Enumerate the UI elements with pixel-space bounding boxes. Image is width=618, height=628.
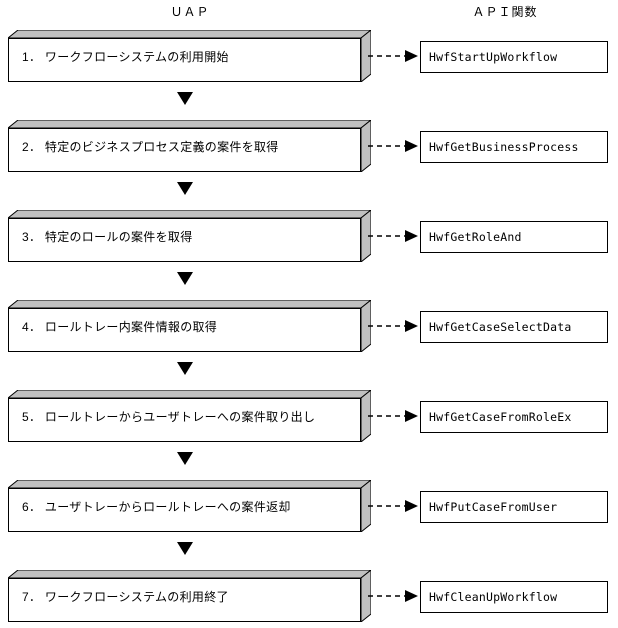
- step-box-shape: [8, 390, 371, 442]
- arrow-shape: [368, 230, 418, 242]
- down-triangle-icon: [0, 540, 618, 558]
- arrow-shape: [368, 410, 418, 422]
- api-function-box[interactable]: HwfStartUpWorkflow: [420, 41, 608, 73]
- down-triangle-icon: [0, 360, 618, 378]
- flow-row: 6． ユーザトレーからロールトレーへの案件返却 HwfPutCaseFromUse…: [0, 480, 618, 538]
- api-function-label: HwfPutCaseFromUser: [429, 500, 558, 514]
- api-function-label: HwfGetBusinessProcess: [429, 140, 579, 154]
- down-triangle-shape: [177, 92, 193, 105]
- down-triangle-shape: [177, 542, 193, 555]
- down-triangle-shape: [177, 182, 193, 195]
- dashed-right-arrow-icon: [368, 42, 420, 70]
- step-box-shape: [8, 480, 371, 532]
- api-function-label: HwfStartUpWorkflow: [429, 50, 558, 64]
- dashed-right-arrow-icon: [368, 132, 420, 160]
- api-function-label: HwfGetCaseFromRoleEx: [429, 410, 572, 424]
- step-box-shape: [8, 120, 371, 172]
- column-header-api: ＡＰＩ関数: [472, 5, 538, 19]
- dashed-right-arrow-icon: [368, 222, 420, 250]
- api-function-label: HwfCleanUpWorkflow: [429, 590, 558, 604]
- api-function-box[interactable]: HwfGetCaseSelectData: [420, 311, 608, 343]
- step-box-shape: [8, 570, 371, 622]
- uap-step-box[interactable]: 3． 特定のロールの案件を取得: [8, 210, 371, 262]
- flow-row: 3． 特定のロールの案件を取得 HwfGetRoleAnd: [0, 210, 618, 268]
- down-triangle-icon: [0, 90, 618, 108]
- down-triangle-shape: [177, 362, 193, 375]
- api-function-box[interactable]: HwfCleanUpWorkflow: [420, 581, 608, 613]
- flow-row: 7． ワークフローシステムの利用終了 HwfCleanUpWorkflow: [0, 570, 618, 628]
- dashed-right-arrow-icon: [368, 582, 420, 610]
- api-function-label: HwfGetRoleAnd: [429, 230, 522, 244]
- column-header-uap: ＵＡＰ: [170, 5, 210, 19]
- down-triangle-icon: [0, 450, 618, 468]
- flow-row: 5． ロールトレーからユーザトレーへの案件取り出し HwfGetCaseFromR…: [0, 390, 618, 448]
- flow-row: 2． 特定のビジネスプロセス定義の案件を取得 HwfGetBusinessProc…: [0, 120, 618, 178]
- uap-step-box[interactable]: 5． ロールトレーからユーザトレーへの案件取り出し: [8, 390, 371, 442]
- down-triangle-icon: [0, 180, 618, 198]
- flow-row: 1． ワークフローシステムの利用開始 HwfStartUpWorkflow: [0, 30, 618, 88]
- api-function-box[interactable]: HwfPutCaseFromUser: [420, 491, 608, 523]
- api-function-box[interactable]: HwfGetCaseFromRoleEx: [420, 401, 608, 433]
- arrow-shape: [368, 590, 418, 602]
- uap-step-box[interactable]: 1． ワークフローシステムの利用開始: [8, 30, 371, 82]
- step-box-shape: [8, 300, 371, 352]
- down-triangle-icon: [0, 270, 618, 288]
- dashed-right-arrow-icon: [368, 402, 420, 430]
- uap-step-box[interactable]: 2． 特定のビジネスプロセス定義の案件を取得: [8, 120, 371, 172]
- uap-step-box[interactable]: 4． ロールトレー内案件情報の取得: [8, 300, 371, 352]
- arrow-shape: [368, 500, 418, 512]
- uap-step-box[interactable]: 6． ユーザトレーからロールトレーへの案件返却: [8, 480, 371, 532]
- arrow-shape: [368, 140, 418, 152]
- flow-row: 4． ロールトレー内案件情報の取得 HwfGetCaseSelectData: [0, 300, 618, 358]
- uap-step-box[interactable]: 7． ワークフローシステムの利用終了: [8, 570, 371, 622]
- step-box-shape: [8, 30, 371, 82]
- dashed-right-arrow-icon: [368, 312, 420, 340]
- api-function-box[interactable]: HwfGetRoleAnd: [420, 221, 608, 253]
- api-function-box[interactable]: HwfGetBusinessProcess: [420, 131, 608, 163]
- arrow-shape: [368, 320, 418, 332]
- arrow-shape: [368, 50, 418, 62]
- down-triangle-shape: [177, 272, 193, 285]
- dashed-right-arrow-icon: [368, 492, 420, 520]
- api-function-label: HwfGetCaseSelectData: [429, 320, 572, 334]
- step-box-shape: [8, 210, 371, 262]
- down-triangle-shape: [177, 452, 193, 465]
